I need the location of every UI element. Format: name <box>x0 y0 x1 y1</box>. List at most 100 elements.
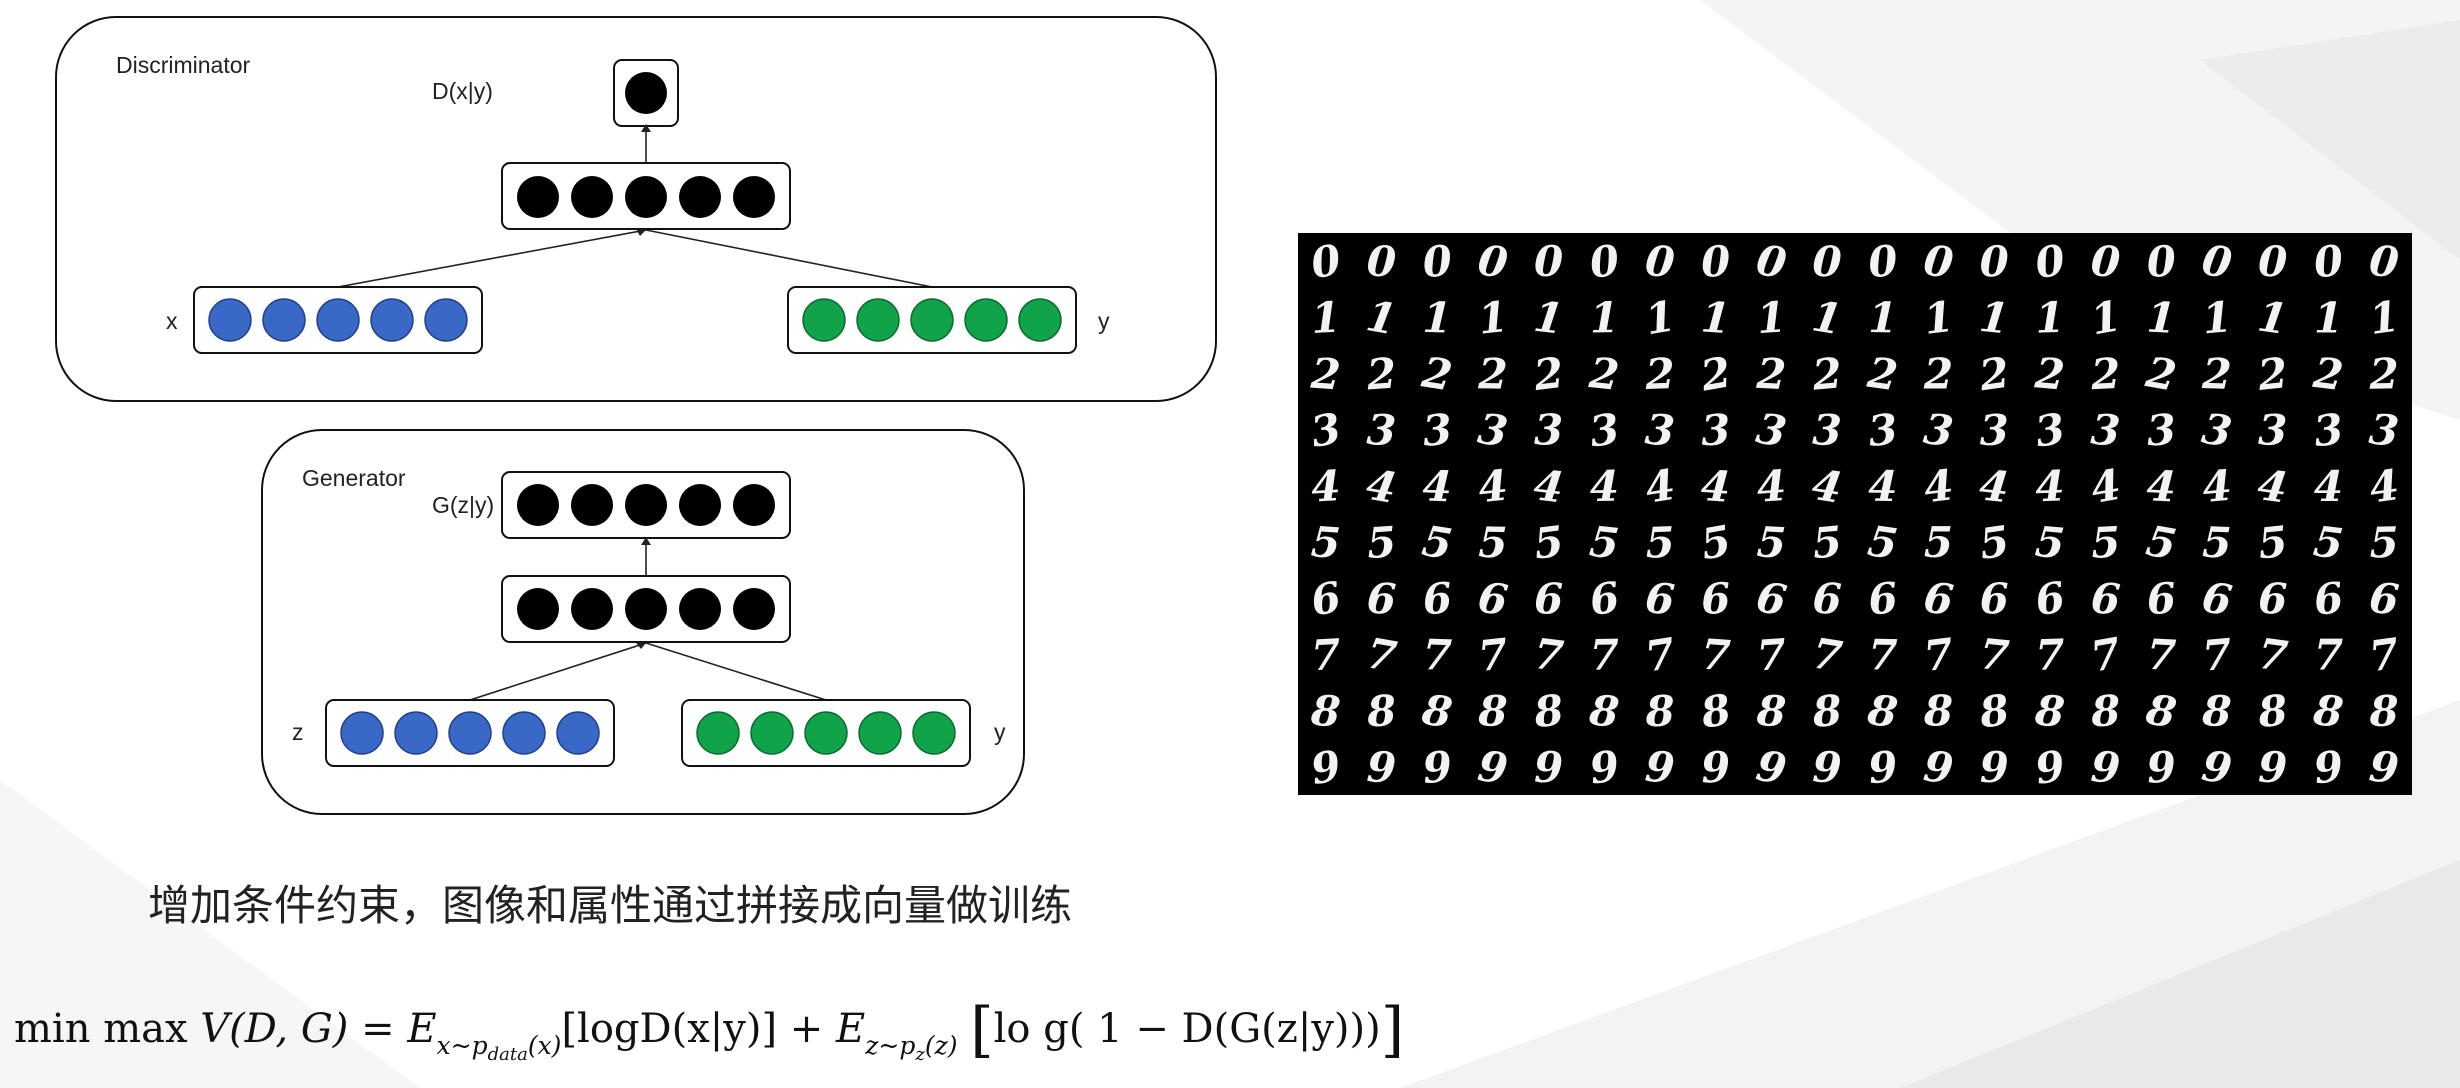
digit-sample: 4 <box>2200 461 2233 512</box>
digit-sample: 2 <box>2255 348 2290 400</box>
digit-sample: 9 <box>1753 741 1790 794</box>
digit-sample: 3 <box>1979 405 2009 455</box>
digit-sample: 6 <box>1753 572 1790 625</box>
digit-sample: 9 <box>2258 743 2288 793</box>
discriminator-output-label: D(x|y) <box>432 78 493 104</box>
formula-V: V <box>200 1006 230 1052</box>
digit-sample: 8 <box>2310 685 2346 737</box>
digit-sample: 0 <box>2367 236 2401 288</box>
digit-sample: 9 <box>1700 742 1732 792</box>
digit-sample: 3 <box>2145 405 2178 456</box>
digit-sample: 8 <box>1923 687 1953 736</box>
digit-sample: 5 <box>1478 518 1508 568</box>
digit-sample: 4 <box>2145 461 2177 511</box>
digit-sample: 7 <box>2314 631 2343 680</box>
digit-sample: 2 <box>2142 347 2180 401</box>
digit-sample: 0 <box>1475 235 1511 288</box>
digit-sample: 6 <box>1866 573 1900 625</box>
formula-E2-subsub: z <box>915 1044 925 1065</box>
digit-sample: 1 <box>1363 291 1400 344</box>
digit-sample: 2 <box>1364 349 1398 400</box>
digit-sample: 4 <box>1363 460 1400 513</box>
digit-sample: 3 <box>2311 404 2346 456</box>
digit-sample: 6 <box>2032 572 2069 625</box>
digit-sample: 2 <box>1696 347 1734 401</box>
digit-sample: 8 <box>2032 685 2066 736</box>
digit-sample: 8 <box>2142 684 2180 738</box>
generator-output-nodes <box>517 484 775 526</box>
digit-sample: 5 <box>2202 518 2233 568</box>
digit-sample: 5 <box>2090 517 2122 567</box>
digit-sample: 4 <box>2366 460 2402 513</box>
digit-sample: 8 <box>1309 686 1343 737</box>
digit-sample: 7 <box>1531 629 1566 681</box>
digit-sample: 7 <box>1422 630 1453 680</box>
discriminator-input-y-label: y <box>1098 308 1110 334</box>
digit-sample: 7 <box>2087 628 2124 681</box>
digit-sample: 9 <box>1866 742 1900 794</box>
digit-sample: 4 <box>2314 462 2343 511</box>
digit-sample: 2 <box>1477 349 1508 399</box>
formula-E1: E <box>407 1006 437 1052</box>
formula-E2-sub: z~p <box>865 1031 916 1060</box>
digit-sample: 3 <box>1475 404 1511 457</box>
digit-sample: 7 <box>2255 629 2291 682</box>
digit-sample: 3 <box>1587 404 1623 457</box>
discriminator-input-x-label: x <box>166 308 178 334</box>
digit-sample: 5 <box>1645 518 1676 568</box>
digit-sample: 9 <box>1643 742 1676 793</box>
digit-sample: 2 <box>1530 348 1566 400</box>
digit-sample: 1 <box>2255 291 2291 344</box>
digit-sample: 1 <box>1755 292 1788 343</box>
digit-sample: 4 <box>1699 461 1732 512</box>
digit-sample: 8 <box>2089 686 2122 737</box>
digit-sample: 7 <box>1310 630 1342 680</box>
discriminator-x-nodes <box>208 298 468 342</box>
digit-sample: 6 <box>2258 574 2288 624</box>
digit-sample: 3 <box>1700 405 1732 455</box>
digit-sample: 8 <box>1477 686 1508 736</box>
digit-sample: 2 <box>1309 348 1343 399</box>
digit-sample: 3 <box>1366 405 1398 455</box>
digit-sample: 7 <box>1977 629 2011 681</box>
digit-sample: 5 <box>2311 516 2346 568</box>
digit-sample: 5 <box>2369 518 2399 568</box>
digit-sample: 8 <box>1530 685 1566 737</box>
digit-sample: 5 <box>2033 517 2066 568</box>
digit-sample: 7 <box>1755 630 1788 681</box>
digit-sample: 4 <box>1589 462 1619 512</box>
digit-sample: 2 <box>2201 349 2233 399</box>
digit-sample: 2 <box>1644 349 1676 399</box>
formula-E1-subsub: data <box>487 1044 528 1065</box>
digit-sample: 1 <box>1977 292 2011 344</box>
digit-sample: 2 <box>1923 350 1953 399</box>
digit-sample: 5 <box>1697 516 1734 569</box>
digit-sample: 8 <box>2201 686 2233 736</box>
digit-sample: 8 <box>2255 685 2290 737</box>
digit-sample: 1 <box>2366 291 2402 344</box>
digit-sample: 3 <box>1753 404 1790 457</box>
digit-sample: 1 <box>1642 291 1679 344</box>
digit-sample: 7 <box>1868 630 1898 680</box>
digit-sample: 2 <box>1755 349 1788 400</box>
generator-z-nodes <box>340 711 600 755</box>
formula-args: (D, G) <box>229 1006 349 1052</box>
digit-sample: 4 <box>1310 461 1342 511</box>
digit-sample: 7 <box>1363 628 1400 681</box>
digit-sample: 2 <box>1864 348 1901 401</box>
digit-sample: 8 <box>1696 685 1734 739</box>
digit-sample: 0 <box>2089 236 2122 287</box>
digit-sample: 9 <box>2145 742 2178 793</box>
digit-sample: 3 <box>2032 404 2069 457</box>
digit-sample: 1 <box>1531 292 1566 344</box>
digit-sample: 7 <box>1589 630 1619 680</box>
digit-sample: 6 <box>1921 573 1956 625</box>
generator-y-nodes <box>696 711 956 755</box>
digit-sample: 8 <box>1810 686 1844 737</box>
digit-sample: 7 <box>1809 629 1846 682</box>
digit-sample: 6 <box>1421 573 1454 624</box>
digit-sample: 8 <box>1644 686 1676 736</box>
digit-sample: 0 <box>1421 236 1454 287</box>
digit-sample: 0 <box>2032 235 2069 288</box>
digit-sample: 7 <box>2366 629 2402 682</box>
